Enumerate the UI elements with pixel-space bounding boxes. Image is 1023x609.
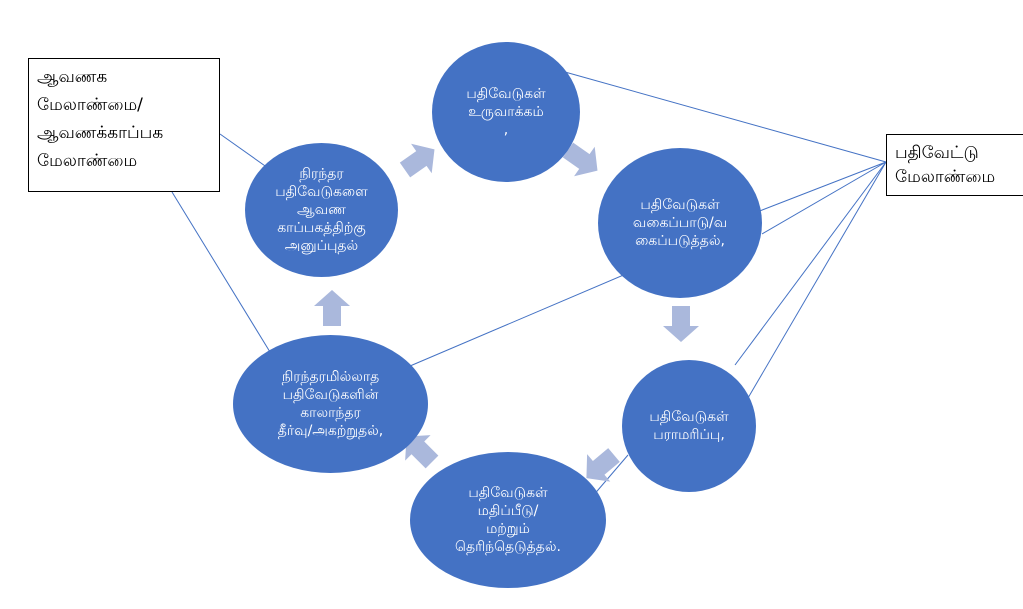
stage-classification: பதிவேடுகள் வகைப்பாடு/வ கைப்படுத்தல், <box>598 148 762 298</box>
flow-arrow <box>314 290 350 326</box>
connector-line <box>564 71 887 163</box>
connector-line <box>219 133 269 169</box>
stage-creation: பதிவேடுகள் உருவாக்கம் , <box>432 42 580 182</box>
stage-maintenance: பதிவேடுகள் பராமரிப்பு, <box>622 360 756 492</box>
flow-arrow <box>663 306 699 342</box>
connector-line <box>734 161 887 366</box>
records-management-box: பதிவேட்டு மேலாண்மை <box>886 134 1023 196</box>
connector-line <box>591 454 629 498</box>
connector-line <box>761 161 887 235</box>
connector-line <box>747 161 887 399</box>
flow-arrow <box>562 142 598 177</box>
flow-arrow <box>405 435 439 469</box>
connector-line <box>756 161 887 213</box>
stage-appraisal: பதிவேடுகள் மதிப்பீடு/ மற்றும் தெரிந்தெடு… <box>410 452 606 588</box>
connector-line <box>171 191 271 353</box>
stage-disposal: நிரந்தரமில்லாத பதிவேடுகளின் காலாந்தர தீர… <box>233 335 428 473</box>
archive-management-box: ஆவணக மேலாண்மை/ ஆவணக்காப்பக மேலாண்மை <box>28 58 220 192</box>
stage-archive-transfer: நிரந்தர பதிவேடுகளை ஆவண காப்பகத்திற்கு அன… <box>245 143 398 277</box>
flow-arrow <box>399 143 435 178</box>
connector-line <box>409 267 641 367</box>
flow-arrow <box>586 448 620 482</box>
